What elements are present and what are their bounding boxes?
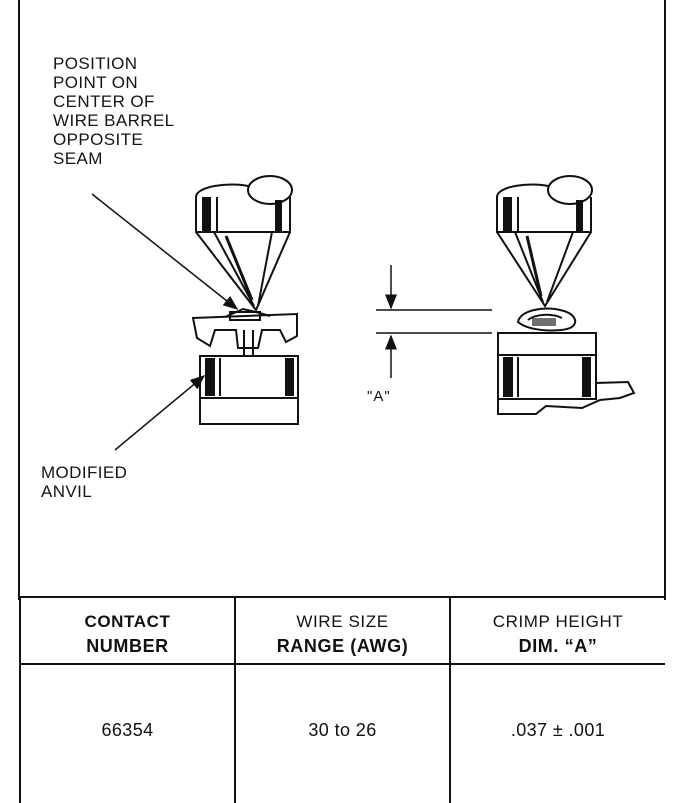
- header-crimp-height: CRIMP HEIGHT DIM. “A”: [449, 596, 665, 665]
- position-note-label: POSITION POINT ON CENTER OF WIRE BARREL …: [53, 54, 175, 168]
- left-indenter-tool: [195, 175, 293, 312]
- modified-anvil: [191, 307, 299, 425]
- crimp-spec-table: CONTACT NUMBER WIRE SIZE RANGE (AWG) CRI…: [19, 596, 665, 803]
- crimped-contact: [516, 307, 577, 332]
- modified-anvil-label: MODIFIED ANVIL: [41, 463, 128, 501]
- dimension-a-label: "A": [367, 388, 391, 405]
- right-anvil: [497, 332, 636, 415]
- anvil-leader-arrow: [114, 375, 206, 451]
- cell-contact-number: 66354: [19, 663, 236, 803]
- right-indenter-tool: [496, 175, 593, 308]
- cell-crimp-height: .037 ± .001: [449, 663, 665, 803]
- cell-wire-size-range: 30 to 26: [234, 663, 451, 803]
- table-header-row: CONTACT NUMBER WIRE SIZE RANGE (AWG) CRI…: [19, 596, 665, 665]
- table-row: 66354 30 to 26 .037 ± .001: [19, 663, 665, 803]
- crimp-tool-diagram: [18, 0, 666, 600]
- crimp-height-dimension: [376, 265, 492, 378]
- position-leader-arrow: [91, 193, 239, 310]
- header-wire-size-range: WIRE SIZE RANGE (AWG): [234, 596, 451, 665]
- header-contact-number: CONTACT NUMBER: [19, 596, 236, 665]
